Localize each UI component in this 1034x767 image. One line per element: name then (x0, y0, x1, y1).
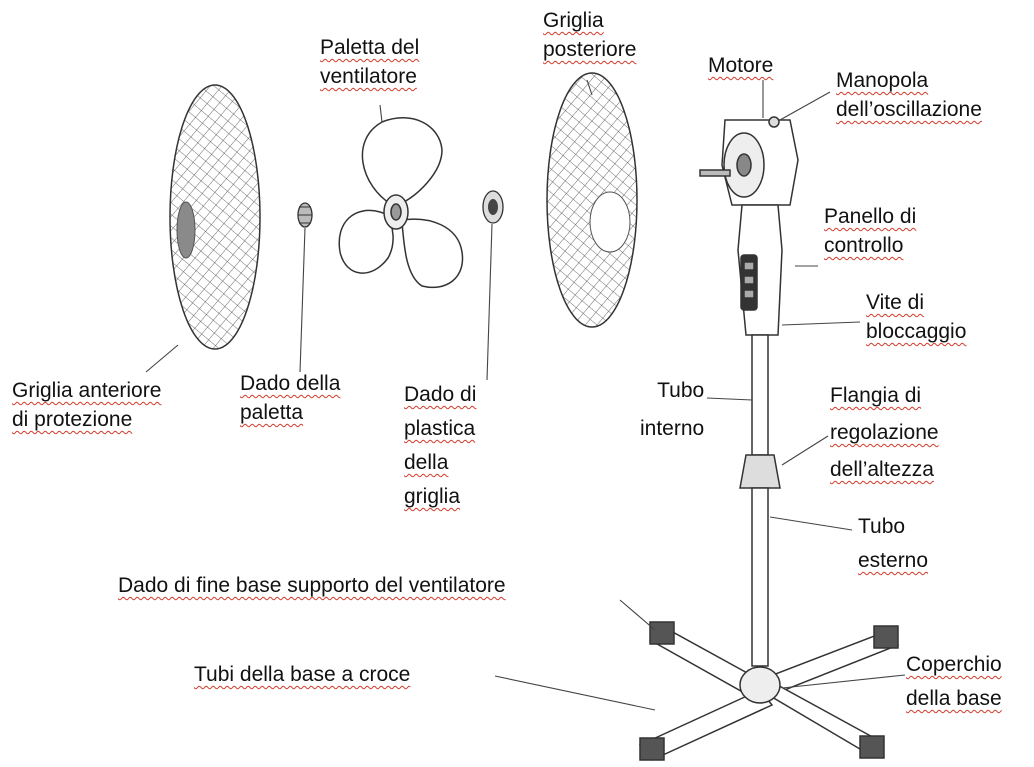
leader-lines (145, 79, 906, 711)
back-grille (546, 72, 638, 328)
label-tubo-interno: Tubo interno (640, 379, 705, 440)
label-vite-bloccaggio: Vite di bloccaggio (866, 291, 967, 343)
control-panel (737, 204, 783, 336)
label-motore: Motore (708, 54, 774, 77)
label-griglia-posteriore: Griglia posteriore (543, 9, 637, 61)
label-dado-paletta: Dado della paletta (240, 372, 341, 424)
fan-motor (699, 116, 799, 206)
label-paletta-ventilatore: Paletta del ventilatore (320, 36, 420, 88)
inner-tube (751, 334, 769, 456)
label-dado-plastica: Dado di plastica della griglia (404, 383, 477, 508)
label-flangia-regolazione: Flangia di regolazione dell’altezza (830, 384, 939, 481)
base-cover (739, 666, 781, 704)
label-manopola-oscillazione: Manopola dell’oscillazione (836, 69, 982, 121)
label-dado-fine-base: Dado di fine base supporto del ventilato… (118, 574, 506, 597)
blade-nut (297, 202, 313, 228)
label-tubi-base-croce: Tubi della base a croce (194, 663, 411, 686)
outer-tube (751, 487, 769, 667)
fan-blade (338, 117, 464, 289)
label-pannello-controllo: Panello di controllo (824, 205, 917, 257)
front-grille (169, 84, 261, 350)
label-coperchio-base: Coperchio della base (906, 653, 1002, 710)
plastic-grille-nut (482, 190, 504, 224)
cross-base (638, 621, 900, 761)
label-griglia-anteriore: Griglia anteriore di protezione (12, 379, 162, 431)
height-flange (739, 454, 781, 489)
label-tubo-esterno: Tubo esterno (858, 515, 929, 572)
